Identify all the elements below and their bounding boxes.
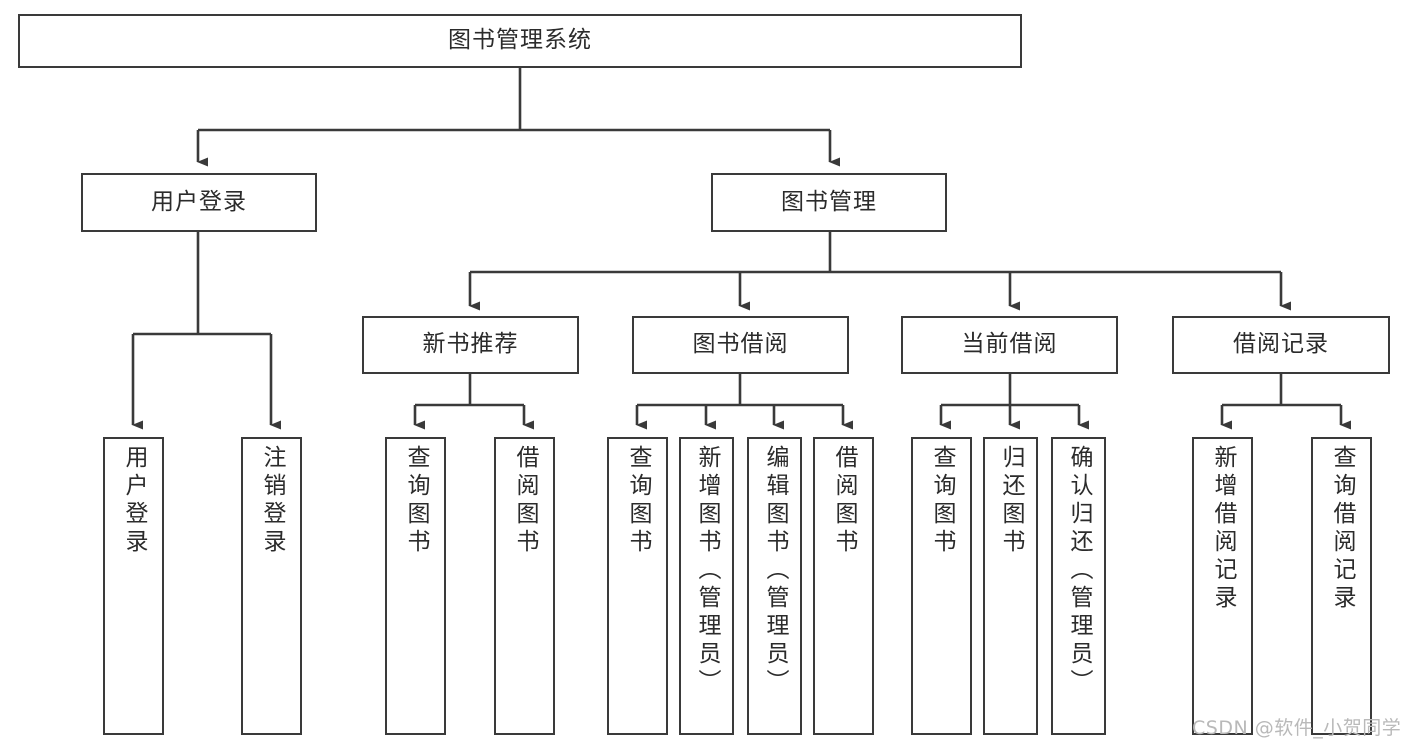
leaf-edit-book[interactable]: 编辑图书（管理员） — [747, 437, 802, 735]
leaf-add-borrow-record[interactable]: 新增借阅记录 — [1192, 437, 1253, 735]
node-label: 查询图书 — [929, 445, 955, 557]
csdn-watermark: CSDN @软件_小贺同学 — [1192, 713, 1401, 740]
node-current-borrow[interactable]: 当前借阅 — [901, 316, 1118, 374]
watermark-text: CSDN @软件_小贺同学 — [1192, 717, 1402, 739]
node-label: 查询借阅记录 — [1329, 445, 1355, 613]
leaf-user-login[interactable]: 用户登录 — [103, 437, 164, 735]
node-label: 编辑图书（管理员） — [762, 445, 788, 697]
node-new-book-recommend[interactable]: 新书推荐 — [362, 316, 579, 374]
node-label: 新书推荐 — [422, 331, 519, 358]
node-user-login[interactable]: 用户登录 — [81, 173, 317, 232]
node-label: 新增图书（管理员） — [694, 445, 720, 697]
leaf-confirm-return[interactable]: 确认归还（管理员） — [1051, 437, 1106, 735]
node-label: 新增借阅记录 — [1210, 445, 1236, 613]
node-label: 借阅记录 — [1233, 331, 1329, 358]
node-label: 图书管理 — [781, 188, 877, 215]
leaf-return-book[interactable]: 归还图书 — [983, 437, 1038, 735]
node-book-borrow[interactable]: 图书借阅 — [632, 316, 849, 374]
node-label: 用户登录 — [151, 188, 247, 215]
leaf-query-borrow-record[interactable]: 查询借阅记录 — [1311, 437, 1372, 735]
node-label: 借阅图书 — [512, 445, 538, 557]
node-label: 当前借阅 — [961, 331, 1058, 358]
leaf-add-book[interactable]: 新增图书（管理员） — [679, 437, 734, 735]
node-root-system[interactable]: 图书管理系统 — [18, 14, 1022, 68]
node-label: 图书管理系统 — [448, 27, 592, 54]
node-label: 注销登录 — [259, 445, 285, 557]
node-label: 查询图书 — [403, 445, 429, 557]
node-label: 用户登录 — [121, 445, 147, 557]
leaf-query-book-3[interactable]: 查询图书 — [911, 437, 972, 735]
leaf-query-book-2[interactable]: 查询图书 — [607, 437, 668, 735]
node-borrow-record[interactable]: 借阅记录 — [1172, 316, 1390, 374]
leaf-borrow-book-2[interactable]: 借阅图书 — [813, 437, 874, 735]
node-label: 查询图书 — [625, 445, 651, 557]
leaf-query-book-1[interactable]: 查询图书 — [385, 437, 446, 735]
node-label: 确认归还（管理员） — [1066, 445, 1092, 697]
leaf-borrow-book-1[interactable]: 借阅图书 — [494, 437, 555, 735]
node-book-management[interactable]: 图书管理 — [711, 173, 947, 232]
node-label: 归还图书 — [998, 445, 1024, 557]
leaf-logout-login[interactable]: 注销登录 — [241, 437, 302, 735]
node-label: 借阅图书 — [831, 445, 857, 557]
node-label: 图书借阅 — [692, 331, 789, 358]
